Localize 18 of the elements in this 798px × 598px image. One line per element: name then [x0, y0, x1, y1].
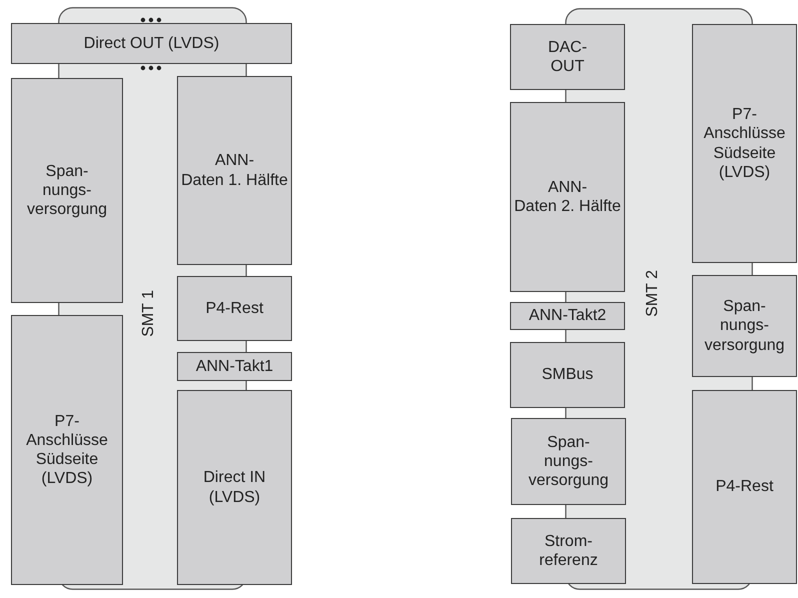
function-block: Span- nungs- versorgung	[11, 78, 123, 303]
function-block: SMBus	[510, 342, 625, 408]
function-block: ANN-Takt2	[510, 302, 625, 330]
function-block: Strom- referenz	[511, 518, 626, 584]
board-label: SMT 2	[644, 270, 662, 317]
board-label: SMT 1	[140, 290, 158, 337]
function-block: Direct IN (LVDS)	[177, 390, 292, 585]
function-block: ANN- Daten 1. Hälfte	[177, 76, 292, 265]
function-block: P7- Anschlüsse Südseite (LVDS)	[11, 315, 123, 585]
function-block: Direct OUT (LVDS)	[11, 23, 292, 64]
function-block: ANN-Takt1	[177, 352, 292, 381]
function-block: Span- nungs- versorgung	[692, 275, 797, 377]
function-block: P4-Rest	[177, 276, 292, 341]
function-block: P4-Rest	[692, 390, 797, 584]
function-block: P7- Anschlüsse Südseite (LVDS)	[692, 24, 797, 263]
function-block: DAC- OUT	[510, 24, 625, 90]
function-block: ANN- Daten 2. Hälfte	[510, 102, 625, 292]
function-block: Span- nungs- versorgung	[511, 418, 626, 505]
